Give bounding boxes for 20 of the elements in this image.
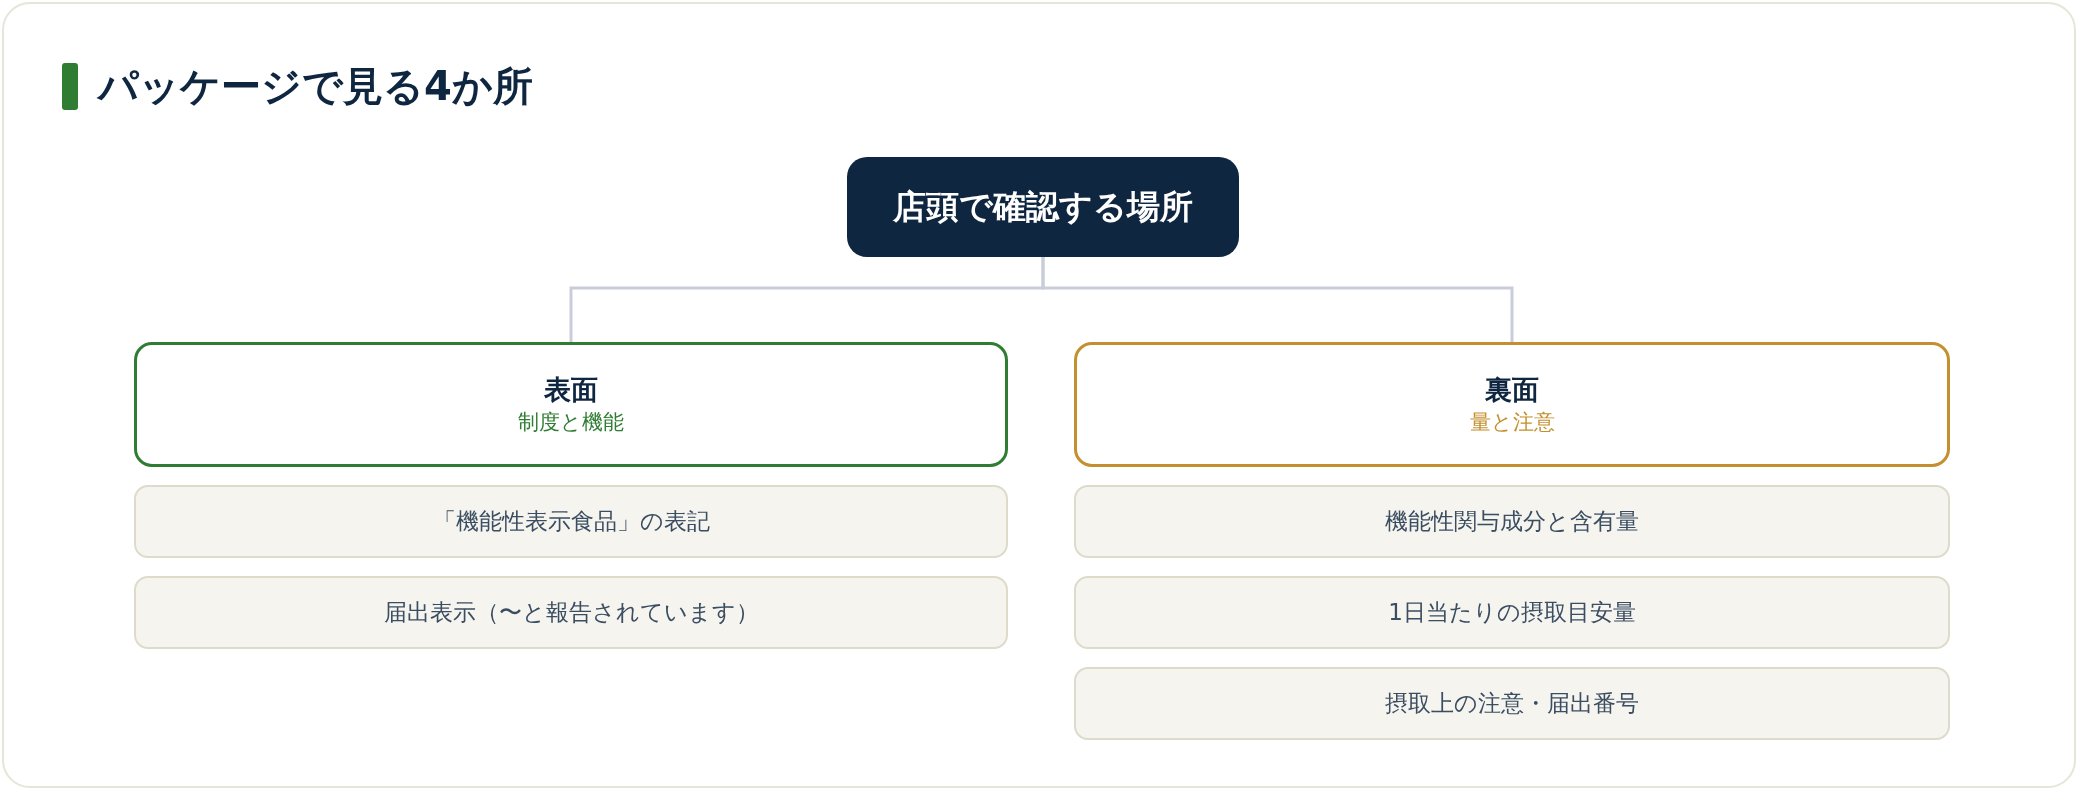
column-subheading: 量と注意 — [1469, 409, 1555, 437]
item-box — [1074, 576, 1950, 649]
diagram-title: パッケージで見る4か所 — [98, 62, 533, 111]
item-box — [1074, 667, 1950, 740]
item-box — [134, 576, 1008, 649]
column-subheading: 制度と機能 — [518, 409, 624, 437]
category-box — [134, 342, 1008, 467]
item-label: 「機能性表示食品」の表記 — [432, 506, 710, 536]
item-label: 1日当たりの摂取目安量 — [1388, 597, 1636, 627]
item-label: 機能性関与成分と含有量 — [1385, 506, 1639, 536]
item-box — [134, 485, 1008, 558]
column-heading: 裏面 — [1485, 373, 1539, 408]
connector-line — [1041, 257, 1514, 342]
column-heading: 表面 — [544, 373, 598, 408]
root-label: 店頭で確認する場所 — [893, 185, 1193, 228]
root-box — [847, 157, 1239, 257]
category-box — [1074, 342, 1950, 467]
item-label: 届出表示（〜と報告されています） — [383, 597, 759, 627]
item-box — [1074, 485, 1950, 558]
item-label: 摂取上の注意・届出番号 — [1385, 688, 1639, 718]
